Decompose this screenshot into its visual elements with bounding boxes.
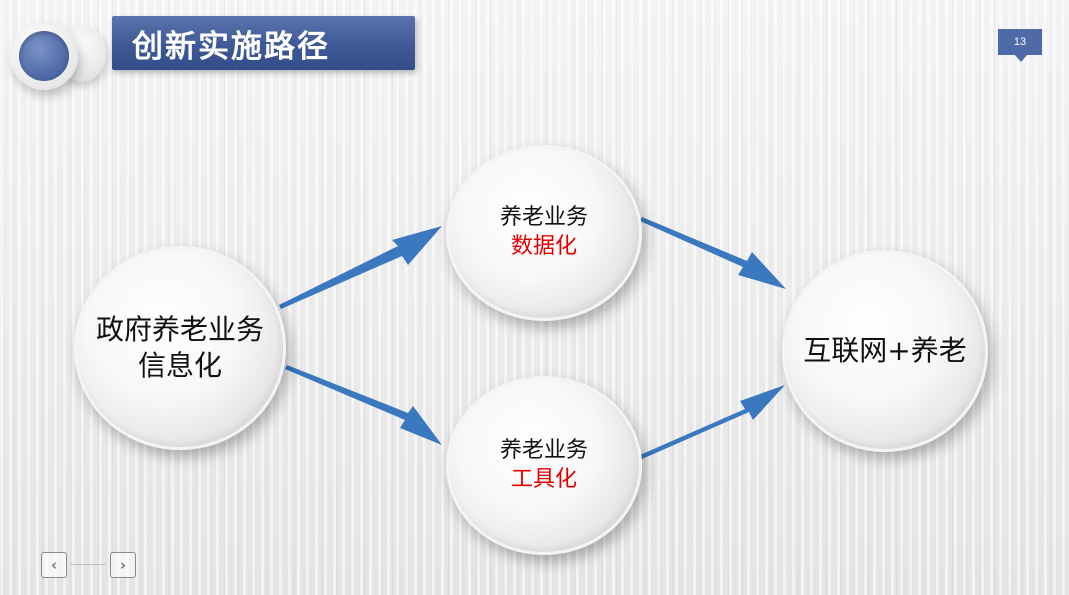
node-data-line2: 数据化 bbox=[510, 234, 577, 259]
title-banner: 创新实施路径 bbox=[112, 16, 415, 70]
node-data-driven: 养老业务 数据化 bbox=[446, 145, 642, 321]
node-tool-line1: 养老业务 bbox=[499, 437, 588, 463]
decorative-blue-dot bbox=[19, 31, 69, 81]
node-gov-informatization: 政府养老业务 信息化 bbox=[74, 246, 286, 450]
arrow-gov-to-tool bbox=[285, 365, 442, 445]
next-slide-button[interactable]: › bbox=[110, 552, 136, 578]
node-internet-plus: 互联网+养老 bbox=[782, 250, 988, 452]
arrow-tool-to-net bbox=[640, 385, 785, 459]
node-tool-line2: 工具化 bbox=[510, 466, 577, 492]
node-gov-line2: 信息化 bbox=[137, 349, 222, 382]
previous-slide-button[interactable]: ‹ bbox=[41, 552, 67, 578]
nav-divider bbox=[70, 564, 106, 565]
node-data-line1: 养老业务 bbox=[499, 205, 588, 231]
page-number-badge: 13 bbox=[998, 29, 1042, 62]
node-net-line1: 互联网+养老 bbox=[803, 333, 967, 367]
node-gov-line1: 政府养老业务 bbox=[95, 312, 264, 346]
page-title: 创新实施路径 bbox=[132, 28, 330, 65]
arrow-gov-to-data bbox=[279, 226, 442, 309]
chevron-left-icon: ‹ bbox=[51, 556, 57, 574]
chevron-right-icon: › bbox=[120, 556, 126, 574]
arrow-data-to-net bbox=[640, 217, 786, 289]
node-tool-driven: 养老业务 工具化 bbox=[446, 376, 642, 555]
